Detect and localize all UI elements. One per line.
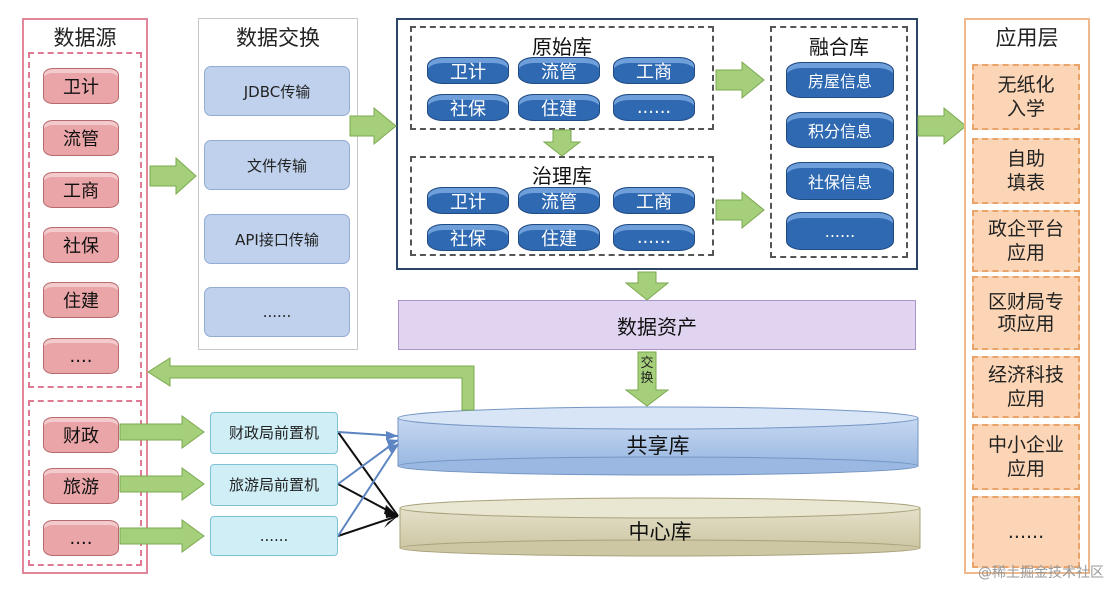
shared-db-cylinder (397, 406, 919, 476)
raw-item-zhujian: 住建 (518, 94, 600, 121)
app-item-economic-tech: 经济科技应用 (972, 356, 1080, 418)
app-item-sme: 中小企业应用 (972, 424, 1080, 490)
arrow-lvyou-to-front (119, 467, 205, 501)
source-item-more: .... (43, 338, 119, 374)
arrow-assets-to-shared (624, 351, 670, 407)
data-source-title: 数据源 (53, 26, 117, 50)
gov-item-gongshang: 工商 (613, 187, 695, 214)
exchange-item-file: 文件传输 (204, 140, 350, 190)
gov-item-weiji: 卫计 (427, 187, 509, 214)
center-db-label: 中心库 (628, 520, 692, 544)
fusion-item-social: 社保信息 (786, 162, 894, 200)
data-assets-bar: 数据资产 (398, 300, 916, 350)
exchange-item-jdbc: JDBC传输 (204, 66, 350, 116)
raw-item-gongshang: 工商 (613, 57, 695, 84)
exchange-item-api: API接口传输 (204, 214, 350, 264)
governance-db-group (410, 156, 714, 256)
source-item-shebao: 社保 (43, 227, 119, 263)
front-machine-lvyou: 旅游局前置机 (210, 464, 338, 506)
fusion-item-points: 积分信息 (786, 112, 894, 148)
raw-item-more: ...... (613, 94, 695, 121)
raw-db-group (410, 26, 714, 130)
app-item-paperless: 无纸化入学 (972, 64, 1080, 130)
app-item-district-finance: 区财局专项应用 (972, 276, 1080, 350)
source-item-gongshang: 工商 (43, 172, 119, 208)
app-item-selfservice: 自助填表 (972, 138, 1080, 204)
source-item-liuguan: 流管 (43, 120, 119, 156)
gov-item-zhujian: 住建 (518, 224, 600, 251)
watermark: @稀土掘金技术社区 (978, 565, 1104, 581)
arrow-fusion-to-app (917, 106, 967, 146)
raw-item-weiji: 卫计 (427, 57, 509, 84)
arrow-raw-to-governance (542, 129, 582, 157)
app-item-gov-enterprise: 政企平台应用 (972, 210, 1080, 272)
gov-item-liuguan: 流管 (518, 187, 600, 214)
front-machine-more: ...... (210, 516, 338, 556)
arrow-shared-to-source (147, 357, 475, 411)
data-source-upper-group (28, 52, 142, 388)
source-item-lower-more: .... (43, 520, 119, 556)
arrow-more-to-front (119, 519, 205, 553)
arrow-exchange-to-db (349, 106, 397, 146)
exchange-item-more: ...... (204, 287, 350, 337)
source-item-weiji: 卫计 (43, 68, 119, 104)
source-item-lvyou: 旅游 (43, 468, 119, 504)
source-item-zhujian: 住建 (43, 282, 119, 318)
arrow-raw-to-fusion (715, 60, 765, 100)
data-exchange-title: 数据交换 (236, 26, 320, 50)
fusion-db-group (770, 26, 908, 258)
center-db-cylinder (399, 497, 921, 557)
arrow-db-to-assets (624, 271, 670, 301)
arrow-caizheng-to-front (119, 415, 205, 449)
front-machine-caizheng: 财政局前置机 (210, 412, 338, 454)
fusion-db-title: 融合库 (809, 35, 869, 59)
shared-db-label: 共享库 (626, 434, 690, 458)
fusion-item-more: ...... (786, 212, 894, 250)
exchange-arrow-label: 交换 (640, 356, 654, 386)
raw-item-shebao: 社保 (427, 94, 509, 121)
raw-item-liuguan: 流管 (518, 57, 600, 84)
governance-db-title: 治理库 (532, 164, 592, 188)
app-item-more: ...... (972, 496, 1080, 568)
gov-item-more: ...... (613, 224, 695, 251)
arrow-gov-to-fusion (715, 190, 765, 230)
fusion-item-house: 房屋信息 (786, 62, 894, 98)
gov-item-shebao: 社保 (427, 224, 509, 251)
app-layer-title: 应用层 (995, 26, 1059, 50)
raw-db-title: 原始库 (532, 35, 592, 59)
arrow-source-to-exchange (149, 156, 197, 196)
source-item-caizheng: 财政 (43, 417, 119, 453)
